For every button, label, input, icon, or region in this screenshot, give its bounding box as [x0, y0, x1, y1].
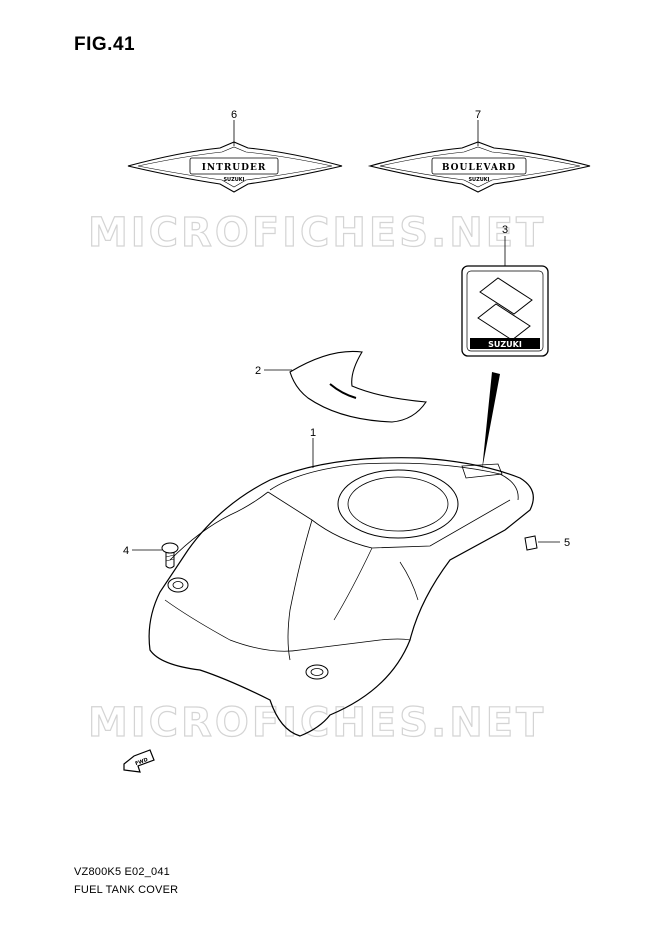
watermark-top: MICROFICHES.NET [88, 210, 546, 256]
fwd-arrow: FWD [123, 749, 155, 773]
grommet[interactable] [524, 535, 538, 551]
boulevard-subtext: SUZUKI [468, 177, 489, 183]
figure-title: FIG.41 [74, 34, 136, 55]
screw[interactable] [161, 542, 179, 569]
fuel-tank-cover[interactable] [148, 457, 534, 737]
callout-5: 5 [564, 537, 570, 549]
figure-caption: FUEL TANK COVER [74, 884, 179, 896]
intruder-text: INTRUDER [202, 163, 267, 173]
suzuki-badge[interactable]: SUZUKI [461, 265, 549, 357]
model-code: VZ800K5 E02_041 [74, 866, 170, 878]
callout-7: 7 [475, 109, 481, 121]
callout-1: 1 [310, 427, 316, 439]
callout-3: 3 [502, 224, 508, 236]
boulevard-emblem[interactable]: BOULEVARD SUZUKI [367, 141, 591, 193]
intruder-emblem[interactable]: INTRUDER SUZUKI [127, 141, 343, 193]
suzuki-badge-text: SUZUKI [488, 340, 522, 349]
callout-6: 6 [231, 109, 237, 121]
boulevard-text: BOULEVARD [442, 163, 516, 173]
badge-pointer [482, 372, 500, 470]
callout-4: 4 [123, 545, 129, 557]
watermark-bottom: MICROFICHES.NET [88, 700, 546, 746]
intruder-subtext: SUZUKI [223, 177, 244, 183]
callout-2: 2 [255, 365, 261, 377]
tank-pad[interactable] [289, 350, 427, 423]
fwd-label: FWD [134, 757, 148, 767]
